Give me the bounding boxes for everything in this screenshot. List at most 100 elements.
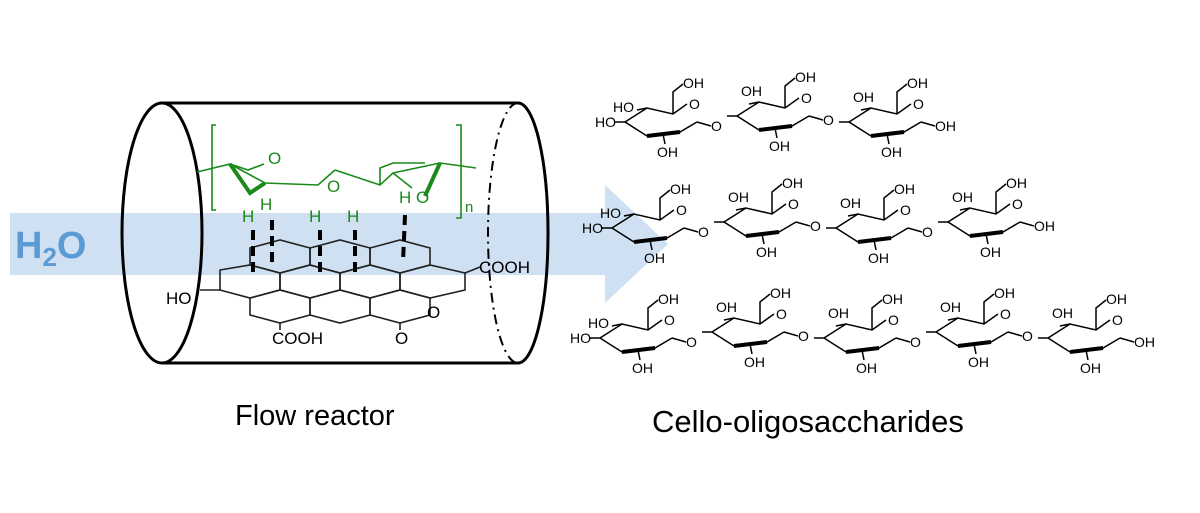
glucose-unit — [702, 293, 799, 355]
ring-oxygen-label: O — [676, 202, 687, 218]
hydroxyl-label: OH — [782, 175, 803, 191]
glucose-unit — [839, 83, 936, 145]
oligosaccharide-chains: OOHOHHOHOOOOHOHOHOOOHOHOHOHOOHOHHOHOOOOH… — [570, 69, 1155, 376]
hydroxyl-label: OH — [683, 75, 704, 91]
glucose-unit — [590, 299, 687, 361]
hydroxyl-label: OH — [856, 360, 877, 376]
cellulose-repeat-unit — [196, 124, 477, 219]
glycosidic-oxygen-label: O — [798, 328, 809, 344]
hydroxyl-label: OH — [968, 354, 989, 370]
glycosidic-oxygen-label: O — [698, 224, 709, 240]
hydroxyl-label: HO — [582, 220, 603, 236]
hydroxyl-label: HO — [588, 315, 609, 331]
glycosidic-oxygen-label: O — [1022, 328, 1033, 344]
hydroxyl-label: OH — [882, 291, 903, 307]
hydroxyl-label: OH — [828, 305, 849, 321]
graphene-sheet — [200, 239, 481, 330]
water-label: H2O — [15, 225, 86, 272]
hydroxyl-label: OH — [1052, 305, 1073, 321]
hydroxyl-label: OH — [952, 189, 973, 205]
ring-oxygen-label: O — [776, 306, 787, 322]
hydroxyl-label: OH — [994, 285, 1015, 301]
ring-oxygen-label: O — [1112, 312, 1123, 328]
ring-oxygen-label: O — [689, 96, 700, 112]
hydroxyl-label: OH — [744, 354, 765, 370]
hydroxyl-label: OH — [868, 250, 889, 266]
glucose-unit — [826, 189, 923, 251]
hydroxyl-label: HO — [595, 114, 616, 130]
cooh-label: COOH — [479, 258, 530, 277]
hydroxyl-label: OH — [728, 189, 749, 205]
ring-oxygen-label: O — [913, 96, 924, 112]
hydroxyl-label: OH — [670, 181, 691, 197]
glycosidic-oxygen-label: O — [686, 334, 697, 350]
hydroxyl-label: OH — [840, 195, 861, 211]
water-flow-arrow — [10, 185, 668, 303]
hydroxyl-label: HO — [613, 99, 634, 115]
ring-oxygen-label: O — [801, 90, 812, 106]
hydroxyl-label: OH — [769, 138, 790, 154]
hydrogen-label: H — [399, 188, 411, 207]
glycosidic-oxygen-label: O — [711, 118, 722, 134]
repeat-subscript: n — [465, 199, 473, 216]
hydroxyl-label: OH — [980, 244, 1001, 260]
hydrogen-label: H — [309, 207, 321, 226]
hydroxyl-label: HO — [600, 205, 621, 221]
hydroxyl-label: OH — [770, 285, 791, 301]
hydroxyl-label: OH — [894, 181, 915, 197]
ring-oxygen-label: O — [888, 312, 899, 328]
glucose-unit — [926, 293, 1023, 355]
hydroxyl-label: OH — [716, 299, 737, 315]
flow-reactor-cylinder — [120, 101, 550, 365]
lactone-oxygen-label: O — [427, 303, 440, 322]
cooh-label: COOH — [272, 329, 323, 348]
hydroxyl-label: OH — [741, 83, 762, 99]
hydroxyl-label: OH — [644, 250, 665, 266]
glucose-unit — [615, 83, 712, 145]
glucose-unit — [938, 183, 1035, 245]
ring-oxygen-label: O — [1000, 306, 1011, 322]
glycosidic-oxygen-label: O — [922, 224, 933, 240]
hydroxyl-label: OH — [657, 144, 678, 160]
ring-oxygen-label: O — [268, 149, 281, 168]
anomeric-hydroxyl-label: OH — [1034, 218, 1055, 234]
glucose-unit — [1038, 299, 1135, 361]
hydroxyl-label: OH — [1080, 360, 1101, 376]
ring-oxygen-label: O — [1012, 196, 1023, 212]
hydroxyl-label: OH — [756, 244, 777, 260]
glucose-unit — [602, 189, 699, 251]
glucose-unit — [714, 183, 811, 245]
hydroxyl-label: OH — [632, 360, 653, 376]
ring-oxygen-label: O — [416, 188, 429, 207]
hydroxyl-label: OH — [881, 144, 902, 160]
hydroxyl-label: OH — [1006, 175, 1027, 191]
glycosidic-oxygen-label: O — [823, 112, 834, 128]
ring-oxygen-label: O — [788, 196, 799, 212]
glucose-unit — [727, 77, 824, 139]
ring-oxygen-label: O — [664, 312, 675, 328]
hydroxyl-label: OH — [853, 89, 874, 105]
hydroxyl-label: OH — [907, 75, 928, 91]
anomeric-hydroxyl-label: OH — [935, 118, 956, 134]
hydroxyl-label: OH — [795, 69, 816, 85]
hydroxyl-label: OH — [1106, 291, 1127, 307]
hydrogen-label: H — [347, 207, 359, 226]
products-caption: Cello-oligosaccharides — [652, 404, 964, 439]
hydroxyl-label: HO — [166, 289, 192, 308]
flow-reactor-caption: Flow reactor — [235, 400, 395, 432]
cellulose-labels: O O O H H H H H n — [242, 149, 473, 226]
hydrogen-label: H — [242, 207, 254, 226]
hydroxyl-label: OH — [658, 291, 679, 307]
ring-oxygen-label: O — [900, 202, 911, 218]
hydrogen-label: H — [260, 195, 272, 214]
hydroxyl-label: HO — [570, 330, 591, 346]
glucose-unit — [814, 299, 911, 361]
glycosidic-oxygen-label: O — [327, 177, 340, 196]
oligosaccharide-chain: OOHOHHOHOOOOHOHOHOOOHOHOHOOOHOHOHOOOHOHO… — [570, 285, 1155, 376]
glycosidic-oxygen-label: O — [910, 334, 921, 350]
glycosidic-oxygen-label: O — [810, 218, 821, 234]
